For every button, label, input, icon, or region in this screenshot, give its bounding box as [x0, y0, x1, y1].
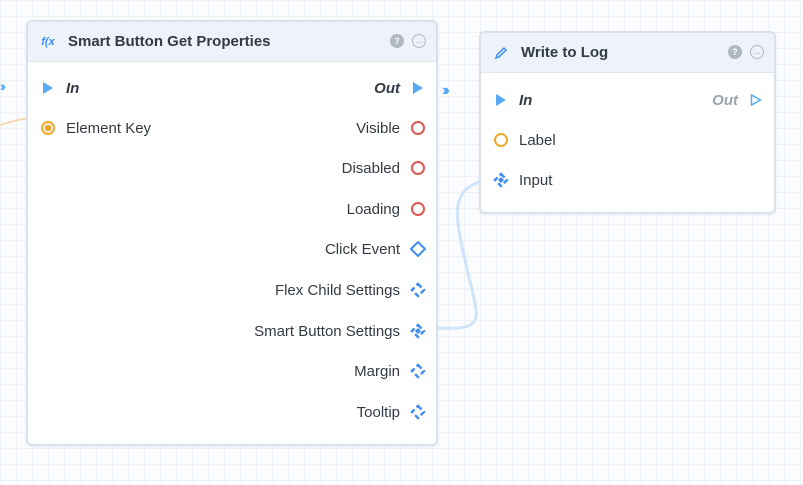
- blue-struct-filled-pin-icon[interactable]: [493, 172, 509, 188]
- blue-struct-pin-icon[interactable]: [410, 282, 426, 298]
- output-pin-row-margin[interactable]: Margin: [354, 359, 426, 383]
- flow-in-label: In: [519, 91, 533, 109]
- output-pin-row-smart-button-settings[interactable]: Smart Button Settings: [254, 319, 426, 343]
- output-pin-row-flex-child-settings[interactable]: Flex Child Settings: [275, 278, 426, 302]
- pin-label: Element Key: [66, 119, 152, 137]
- input-pin-row-input[interactable]: Input: [493, 168, 552, 192]
- flow-in-pin-row[interactable]: In: [40, 76, 79, 100]
- flow-in-pin-icon[interactable]: [40, 80, 56, 96]
- blue-struct-filled-pin-icon[interactable]: [410, 323, 426, 339]
- input-pin-row-label[interactable]: Label: [493, 128, 556, 152]
- help-icon[interactable]: ?: [390, 34, 404, 48]
- flow-in-pin-icon[interactable]: [493, 92, 509, 108]
- blue-struct-pin-icon[interactable]: [410, 363, 426, 379]
- node-header[interactable]: Write to Log ? …: [481, 33, 774, 73]
- output-pin-row-loading[interactable]: Loading: [347, 197, 426, 221]
- output-pin-row-tooltip[interactable]: Tooltip: [357, 400, 426, 424]
- pin-label: Margin: [354, 362, 400, 380]
- orange-circle-pin-icon[interactable]: [493, 132, 509, 148]
- pin-label: Input: [519, 171, 553, 189]
- blue-diamond-pin-icon[interactable]: [410, 241, 426, 257]
- pencil-icon: [493, 45, 509, 61]
- blue-struct-pin-icon[interactable]: [410, 404, 426, 420]
- help-icon[interactable]: ?: [728, 45, 742, 59]
- input-pin-row-element-key[interactable]: Element Key: [40, 116, 151, 140]
- node-header[interactable]: f(x Smart Button Get Properties ? …: [28, 22, 436, 62]
- pin-label: Smart Button Settings: [254, 322, 400, 340]
- pin-label: Disabled: [341, 159, 400, 177]
- flow-in-label: In: [66, 79, 80, 97]
- pin-label: Loading: [346, 200, 400, 218]
- filled-orange-circle-pin-icon[interactable]: [40, 120, 56, 136]
- red-circle-pin-icon[interactable]: [410, 160, 426, 176]
- write-to-log-node[interactable]: Write to Log ? … In Out Label Input: [479, 31, 776, 214]
- flow-out-label: Out: [374, 79, 400, 97]
- red-circle-pin-icon[interactable]: [410, 201, 426, 217]
- comment-icon[interactable]: …: [750, 45, 764, 59]
- incoming-flow-arrows: ›››: [0, 78, 6, 94]
- output-pin-row-click-event[interactable]: Click Event: [325, 237, 426, 261]
- output-pin-row-visible[interactable]: Visible: [356, 116, 426, 140]
- function-icon: f(x: [41, 35, 55, 48]
- flow-out-pin-row[interactable]: Out: [374, 76, 426, 100]
- pin-label: Visible: [356, 119, 400, 137]
- pin-label: Click Event: [324, 240, 400, 258]
- comment-icon[interactable]: …: [412, 34, 426, 48]
- flow-out-pin-row[interactable]: Out: [712, 88, 764, 112]
- flow-out-pin-icon[interactable]: [748, 92, 764, 108]
- pin-label: Tooltip: [356, 403, 400, 421]
- pin-label: Label: [519, 131, 556, 149]
- red-circle-pin-icon[interactable]: [410, 120, 426, 136]
- output-pin-row-disabled[interactable]: Disabled: [342, 156, 426, 180]
- node-title: Write to Log: [521, 44, 609, 61]
- pin-label: Flex Child Settings: [274, 281, 400, 299]
- node-title: Smart Button Get Properties: [68, 33, 271, 50]
- flow-in-pin-row[interactable]: In: [493, 88, 532, 112]
- smart-button-get-properties-node[interactable]: f(x Smart Button Get Properties ? … In O…: [26, 20, 438, 446]
- flow-connection-arrows: ›››: [442, 82, 450, 99]
- flow-out-pin-icon[interactable]: [410, 80, 426, 96]
- flow-out-label: Out: [712, 91, 738, 109]
